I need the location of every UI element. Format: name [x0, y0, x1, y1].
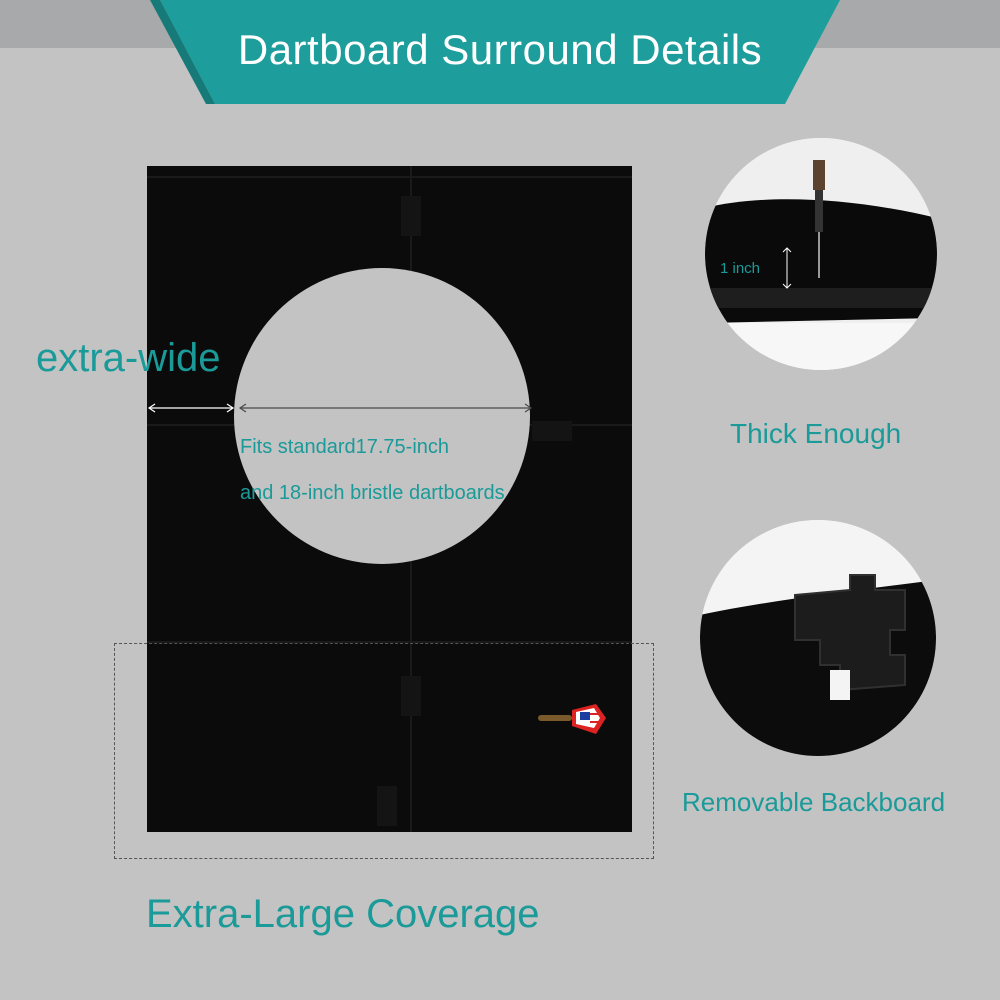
- thick-enough-label: Thick Enough: [730, 418, 902, 449]
- banner-shape: [150, 0, 840, 104]
- puzzle-joint: [377, 786, 397, 826]
- fits-standard-text: Fits standard17.75-inch: [240, 436, 450, 458]
- thickness-illustration: [705, 138, 937, 370]
- coverage-highlight-box: [114, 643, 654, 859]
- removable-backboard-label: Removable Backboard: [682, 787, 946, 817]
- puzzle-pieces-illustration: [700, 520, 936, 756]
- extra-large-coverage-label: Extra-Large Coverage: [146, 892, 540, 936]
- extra-wide-label: extra-wide: [36, 336, 221, 380]
- puzzle-joint: [401, 676, 421, 716]
- board-seam: [147, 176, 632, 178]
- puzzle-joint: [401, 196, 421, 236]
- board-seam: [147, 641, 632, 643]
- thickness-photo: [705, 138, 937, 370]
- width-measure-lines: [147, 403, 533, 413]
- dartboard-hole: [234, 268, 530, 564]
- dart-icon: [538, 704, 606, 734]
- one-inch-label: 1 inch: [720, 260, 761, 277]
- removable-photo: [700, 520, 936, 756]
- puzzle-joint: [532, 421, 572, 441]
- fits-bristle-text: and 18-inch bristle dartboards: [240, 482, 505, 504]
- page-title: Dartboard Surround Details: [237, 26, 763, 73]
- header-banner: Dartboard Surround Details: [0, 0, 1000, 104]
